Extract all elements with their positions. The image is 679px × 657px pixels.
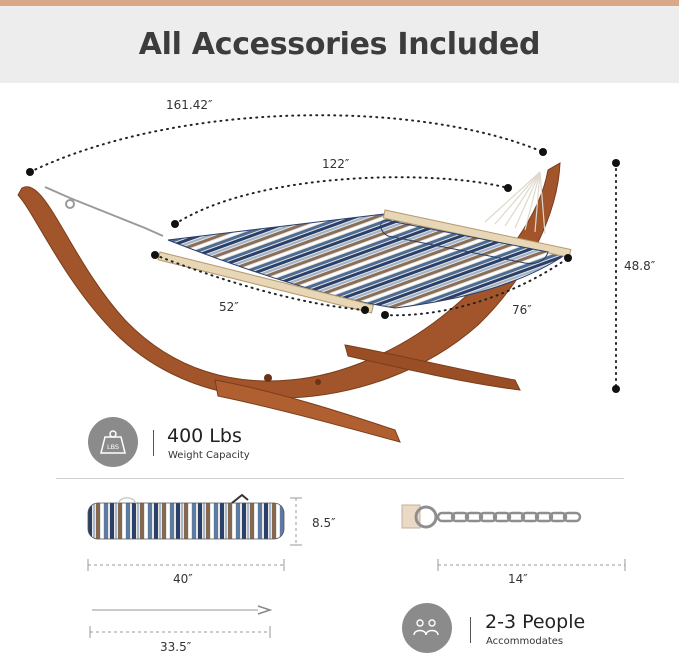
- weight-icon: LBS: [100, 430, 126, 454]
- hammock-bed: [157, 209, 572, 314]
- weight-icon-text: LBS: [107, 443, 119, 451]
- section-divider: [56, 478, 624, 479]
- accessory-measure-lines: [87, 497, 626, 638]
- bed-length-label: 122″: [322, 157, 350, 171]
- spreader-bar-left: [157, 251, 375, 314]
- pillow-accessory: [87, 493, 285, 540]
- height-label: 48.8″: [624, 259, 656, 273]
- capacity-value: 400 Lbs: [167, 425, 242, 447]
- width-left-label: 52″: [219, 300, 239, 314]
- pillow-height-label: 8.5″: [312, 516, 336, 530]
- weight-badge: LBS: [88, 417, 138, 467]
- header-banner: All Accessories Included: [0, 6, 679, 83]
- hanging-chain: [44, 186, 164, 237]
- stand-base-front: [214, 379, 401, 443]
- rope-end-image: [401, 504, 421, 529]
- people-icon: [413, 619, 439, 636]
- hanging-ropes: [484, 171, 546, 235]
- capacity-separator: [153, 430, 154, 456]
- chain-length-label: 14″: [508, 572, 528, 586]
- chain-accessory: [401, 504, 582, 529]
- rope-length-label: 33.5″: [160, 640, 192, 654]
- rope-accessory: [92, 605, 273, 615]
- dimension-dots: [26, 148, 620, 393]
- stand-base-back: [344, 344, 521, 391]
- width-right-label: 76″: [512, 303, 532, 317]
- hammock-illustration: [17, 114, 626, 638]
- pillow-image: [87, 502, 285, 540]
- page-title: All Accessories Included: [138, 27, 541, 62]
- total-length-label: 161.42″: [166, 98, 213, 112]
- stand-arc: [17, 162, 561, 399]
- hammock-pillow: [380, 219, 549, 265]
- people-value: 2-3 People: [485, 611, 586, 633]
- people-badge: [402, 603, 452, 653]
- wooden-stand: [17, 162, 561, 443]
- people-label: Accommodates: [486, 636, 564, 647]
- pillow-length-label: 40″: [173, 572, 193, 586]
- capacity-label: Weight Capacity: [168, 450, 250, 461]
- dimension-lines: [29, 114, 617, 390]
- people-separator: [470, 617, 471, 643]
- top-accent-strip: [0, 0, 679, 6]
